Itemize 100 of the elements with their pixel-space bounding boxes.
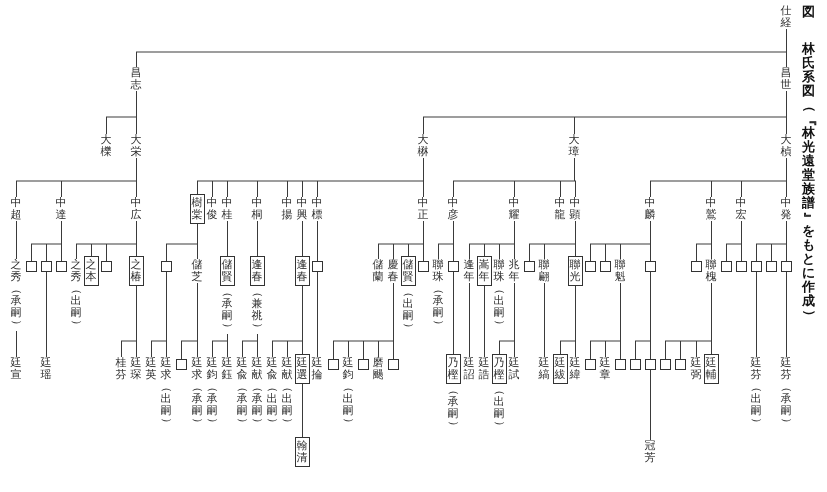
person-name: 昌志	[130, 67, 142, 91]
lineage-line	[212, 334, 228, 358]
person-name: 廷献（出嗣）	[282, 357, 292, 429]
boxed-name: 之本	[84, 256, 98, 286]
empty-square	[584, 261, 596, 272]
person-name: 中鷲	[706, 197, 716, 221]
lineage-line	[31, 220, 62, 262]
lineage-line	[227, 220, 228, 256]
lineage-line	[242, 334, 258, 358]
person-name: 中正	[418, 197, 428, 221]
person-name: 逢年	[464, 259, 474, 283]
lineage-line	[665, 282, 712, 360]
person-name: 廷芬（承嗣）	[780, 357, 792, 429]
empty-square	[614, 359, 626, 370]
lineage-line	[544, 282, 545, 358]
person-name: 仕経	[780, 5, 792, 29]
person-name: 中超	[10, 197, 22, 221]
person-name: 中興	[296, 197, 308, 221]
boxed-name: 之椿	[128, 256, 144, 286]
empty-square	[388, 359, 398, 370]
person-name: 廷兪（承嗣）	[236, 357, 248, 429]
lineage-line	[317, 220, 318, 262]
person-name: 昌世	[780, 67, 792, 91]
person-name: 慶春	[388, 259, 398, 283]
empty-square	[100, 261, 112, 272]
empty-square	[750, 261, 762, 272]
lineage-line	[302, 384, 303, 438]
lineage-line	[453, 272, 454, 354]
person-name: 中桐	[252, 197, 262, 221]
person-name: 聯魁	[614, 259, 626, 283]
person-name: 廷英	[146, 357, 156, 381]
boxed-name: 儲賢	[220, 256, 234, 286]
person-name: 中達	[56, 197, 66, 221]
person-name: 大楙	[418, 134, 428, 158]
boxed-name: 乃樫	[446, 354, 460, 384]
boxed-name: 廷紱	[552, 354, 568, 384]
lineage-line	[121, 286, 137, 358]
lineage-line	[786, 272, 787, 358]
lineage-line	[499, 282, 515, 354]
person-name: 中俊	[206, 197, 218, 221]
lineage-line	[650, 158, 787, 198]
empty-square	[40, 261, 52, 272]
person-name: 中広	[130, 197, 142, 221]
person-name: 桂芬	[116, 357, 126, 381]
lineage-line	[423, 90, 787, 134]
person-name: 儲芝	[192, 259, 202, 283]
person-name: 廷献（承嗣）	[252, 357, 262, 429]
lineage-line	[453, 158, 575, 198]
person-name: 中彦	[448, 197, 458, 221]
person-name: 中龍	[554, 197, 566, 221]
lineage-line	[529, 220, 576, 262]
boxed-name: 逢春	[294, 256, 310, 286]
person-name: 中宏	[736, 197, 746, 221]
empty-square	[328, 359, 338, 370]
lineage-line	[136, 28, 787, 68]
person-name: 中顕	[570, 197, 580, 221]
boxed-name: 乃樫	[492, 354, 506, 384]
empty-square	[690, 261, 702, 272]
person-name: 大璋	[568, 134, 580, 158]
person-name: 中麟	[644, 197, 656, 221]
lineage-line	[16, 158, 137, 198]
lineage-line	[16, 220, 17, 260]
person-name: 大櫟	[100, 134, 112, 158]
empty-square	[736, 261, 746, 272]
person-name: 廷求（承嗣）	[192, 357, 202, 429]
lineage-line	[590, 282, 621, 360]
person-name: 廷緯	[570, 357, 580, 381]
empty-square	[600, 261, 610, 272]
empty-square	[630, 359, 640, 370]
lineage-line	[166, 224, 198, 262]
person-name: 大栄	[130, 134, 142, 158]
lineage-line	[378, 220, 424, 260]
lineage-line	[106, 90, 137, 134]
person-name: 廷誥	[478, 357, 490, 381]
boxed-name: 聯光	[568, 256, 582, 286]
person-name: 廷掄	[312, 357, 322, 381]
boxed-name: 逢春	[250, 256, 264, 286]
empty-square	[674, 359, 686, 370]
person-name: 廷鈺	[222, 357, 232, 381]
person-name: 冠芳	[644, 440, 656, 464]
empty-square	[56, 261, 66, 272]
empty-square	[418, 261, 428, 272]
person-name: 中標	[312, 197, 322, 221]
succession-note: （兼祧）	[252, 286, 262, 334]
person-name: 之秀（出嗣）	[70, 259, 82, 331]
lineage-line	[272, 286, 303, 358]
lineage-line	[484, 286, 485, 358]
person-name: 廷縞	[538, 357, 550, 381]
boxed-name: 廷選	[294, 354, 310, 384]
lineage-line	[46, 272, 47, 358]
lineage-line	[76, 220, 137, 260]
person-name: 廷鈞（出嗣）	[342, 357, 354, 429]
empty-square	[660, 359, 670, 370]
lineage-line	[650, 370, 651, 440]
person-name: 廷鈞（承嗣）	[206, 357, 218, 429]
lineage-line	[151, 272, 167, 358]
person-name: 廷弼	[690, 357, 702, 381]
person-name: 聯翩	[538, 259, 550, 283]
person-name: 廷詔	[464, 357, 474, 381]
person-name: 儲蘭	[372, 259, 384, 283]
